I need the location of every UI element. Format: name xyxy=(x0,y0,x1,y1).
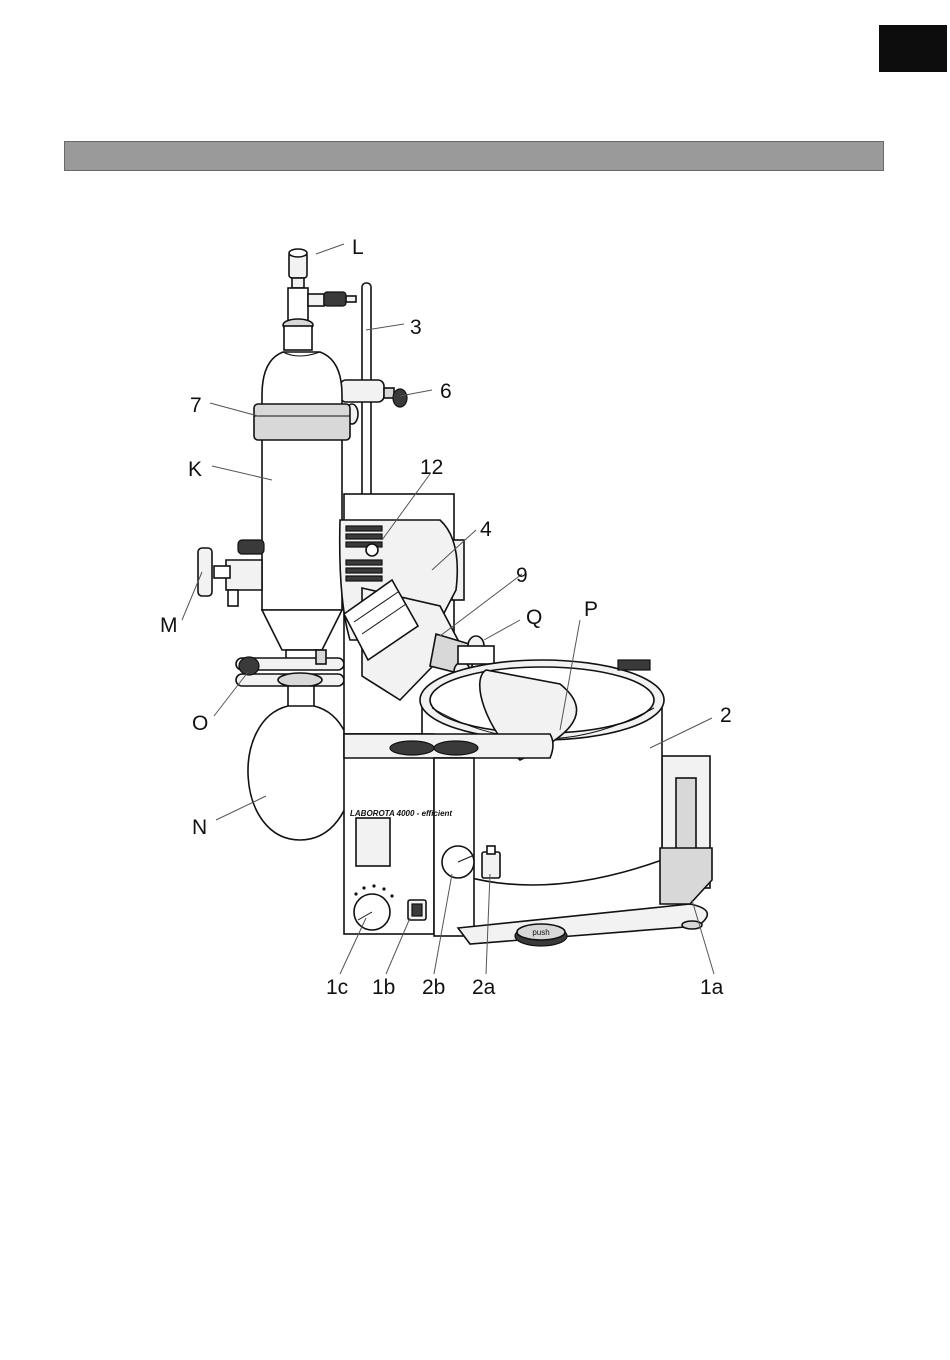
label-L: L xyxy=(352,236,364,259)
label-12: 12 xyxy=(420,456,443,479)
label-K: K xyxy=(188,458,202,481)
condenser xyxy=(254,352,350,662)
label-7: 7 xyxy=(190,394,202,417)
label-Q: Q xyxy=(526,606,542,629)
label-M: M xyxy=(160,614,178,637)
push-button[interactable]: push xyxy=(515,924,567,946)
label-2a: 2a xyxy=(472,976,496,999)
label-N: N xyxy=(192,816,207,839)
display-window xyxy=(356,818,390,866)
label-1b: 1b xyxy=(372,976,395,999)
bath-temperature-dial[interactable] xyxy=(442,846,474,878)
label-3: 3 xyxy=(410,316,422,339)
label-4: 4 xyxy=(480,518,492,541)
vacuum-fitting-top xyxy=(283,249,356,350)
label-2: 2 xyxy=(720,704,732,727)
rotation-switch[interactable] xyxy=(408,900,426,920)
label-1a: 1a xyxy=(700,976,724,999)
label-9: 9 xyxy=(516,564,528,587)
label-2b: 2b xyxy=(422,976,445,999)
label-6: 6 xyxy=(440,380,452,403)
stopcock xyxy=(198,540,264,606)
svg-text:push: push xyxy=(532,928,549,937)
label-P: P xyxy=(584,598,598,621)
label-1c: 1c xyxy=(326,976,348,999)
brand-label: LABOROTA 4000 - efficient xyxy=(350,809,452,818)
label-O: O xyxy=(192,712,208,735)
receiving-flask xyxy=(248,686,353,840)
